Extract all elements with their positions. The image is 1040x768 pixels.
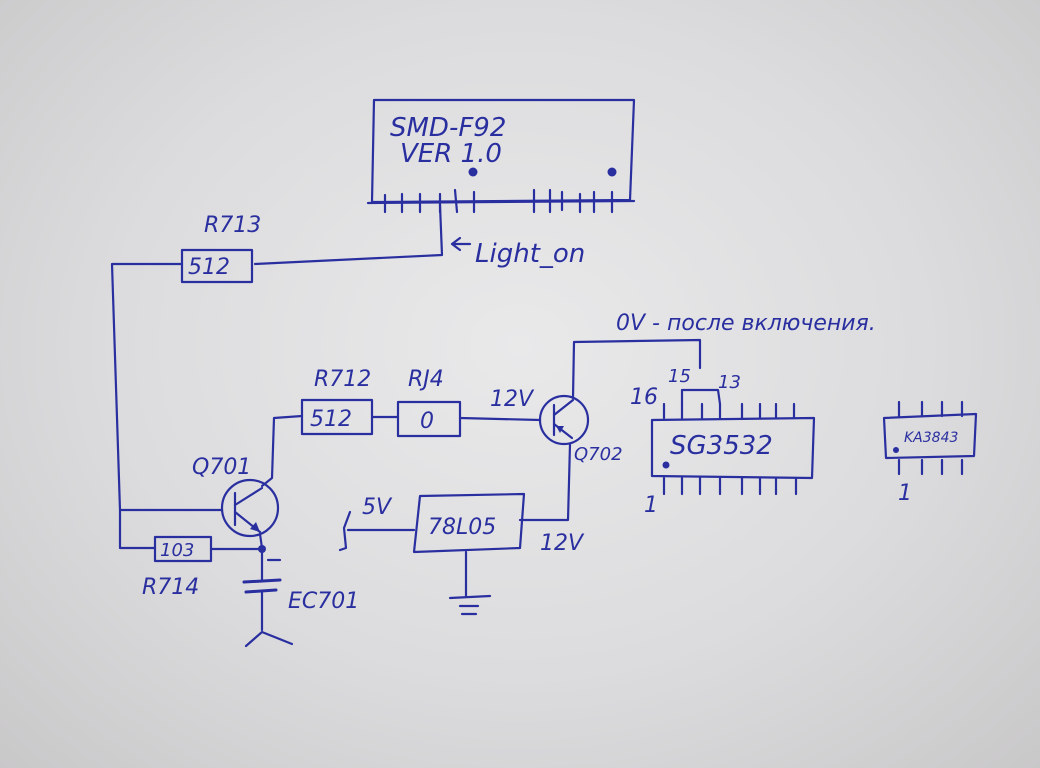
smd-f92-module: SMD-F92 VER 1.0 [366,98,636,214]
resistor-rj4: 0 RJ4 [396,367,462,438]
r714-value: 103 [160,540,194,561]
ka3843-bottom-pins [897,458,964,476]
q701-ref: Q701 [192,455,251,480]
junction-dot [258,545,266,553]
ka3843-label: KA3843 [904,430,958,446]
smd-module-version: VER 1.0 [400,139,502,169]
sg3532-pin1-label: 1 [644,493,658,518]
r713-body [180,248,254,284]
q702-body [538,394,590,446]
ec701-ref: EC701 [288,589,359,614]
smd-pin-marker-dot [607,167,617,177]
smd-module-pin-rail [366,199,636,205]
sg3532-top-pins [662,402,796,420]
ic-ka3843: KA3843 1 [882,400,978,506]
capacitor-ec701: EC701 [242,550,359,648]
rj4-value: 0 [420,409,434,434]
ka3843-top-pins [897,400,964,418]
q702-base-voltage: 12V [490,387,535,412]
smd-pin-marker-dot [468,167,478,177]
q702-ref: Q702 [574,444,623,465]
regulator-78l05: 78L05 5V 12V [338,492,585,616]
smd-module-pins-right [532,188,614,214]
q702-emitter-wire [518,442,572,522]
ka3843-pin1-dot [893,447,899,453]
resistor-r713: 512 R713 [180,213,261,284]
light-on-wire [253,203,444,266]
regulator-ref: 78L05 [428,515,496,540]
r713-ref: R713 [204,213,261,238]
regulator-output-wire [338,510,416,552]
r713-value: 512 [188,255,230,280]
transistor-q701: Q701 [192,455,280,538]
sg3532-pin15-label: 15 [668,366,691,387]
q702-collector-wire [571,338,702,400]
regulator-input-label: 12V [540,531,585,556]
q702-base-wire [458,416,542,422]
light-on-label: Light_on [475,239,585,269]
resistor-r714: 103 R714 [142,535,213,600]
sg3532-pin15-13-bridge [680,388,722,406]
resistor-r712: 512 R712 [300,367,374,436]
note-text: 0V - после включения. [616,311,876,336]
left-bus-wire [110,262,184,550]
light-on-arrow-icon [450,236,472,252]
ka3843-pin1-label: 1 [898,481,912,506]
transistor-q702: Q702 [538,394,623,465]
smd-module-title: SMD-F92 [390,113,506,143]
ic-sg3532: SG3532 16 15 13 1 [630,366,816,518]
r714-ref: R714 [142,575,199,600]
ground-symbol [244,630,294,648]
q701-collector-wire [260,414,304,488]
q701-body [220,478,280,538]
sg3532-bottom-pins [662,476,798,496]
sg3532-label: SG3532 [670,431,773,461]
sg3532-pin1-dot [662,461,670,469]
rj4-ref: RJ4 [408,367,444,392]
r712-ref: R712 [314,367,371,392]
smd-module-pins-left [383,188,476,214]
r712-value: 512 [310,407,352,432]
regulator-body [412,492,526,554]
sg3532-pin16-label: 16 [630,385,658,410]
ka3843-body [882,412,978,460]
ground-symbol [448,594,492,600]
regulator-output-label: 5V [362,495,393,520]
sg3532-pin13-label: 13 [718,372,741,393]
